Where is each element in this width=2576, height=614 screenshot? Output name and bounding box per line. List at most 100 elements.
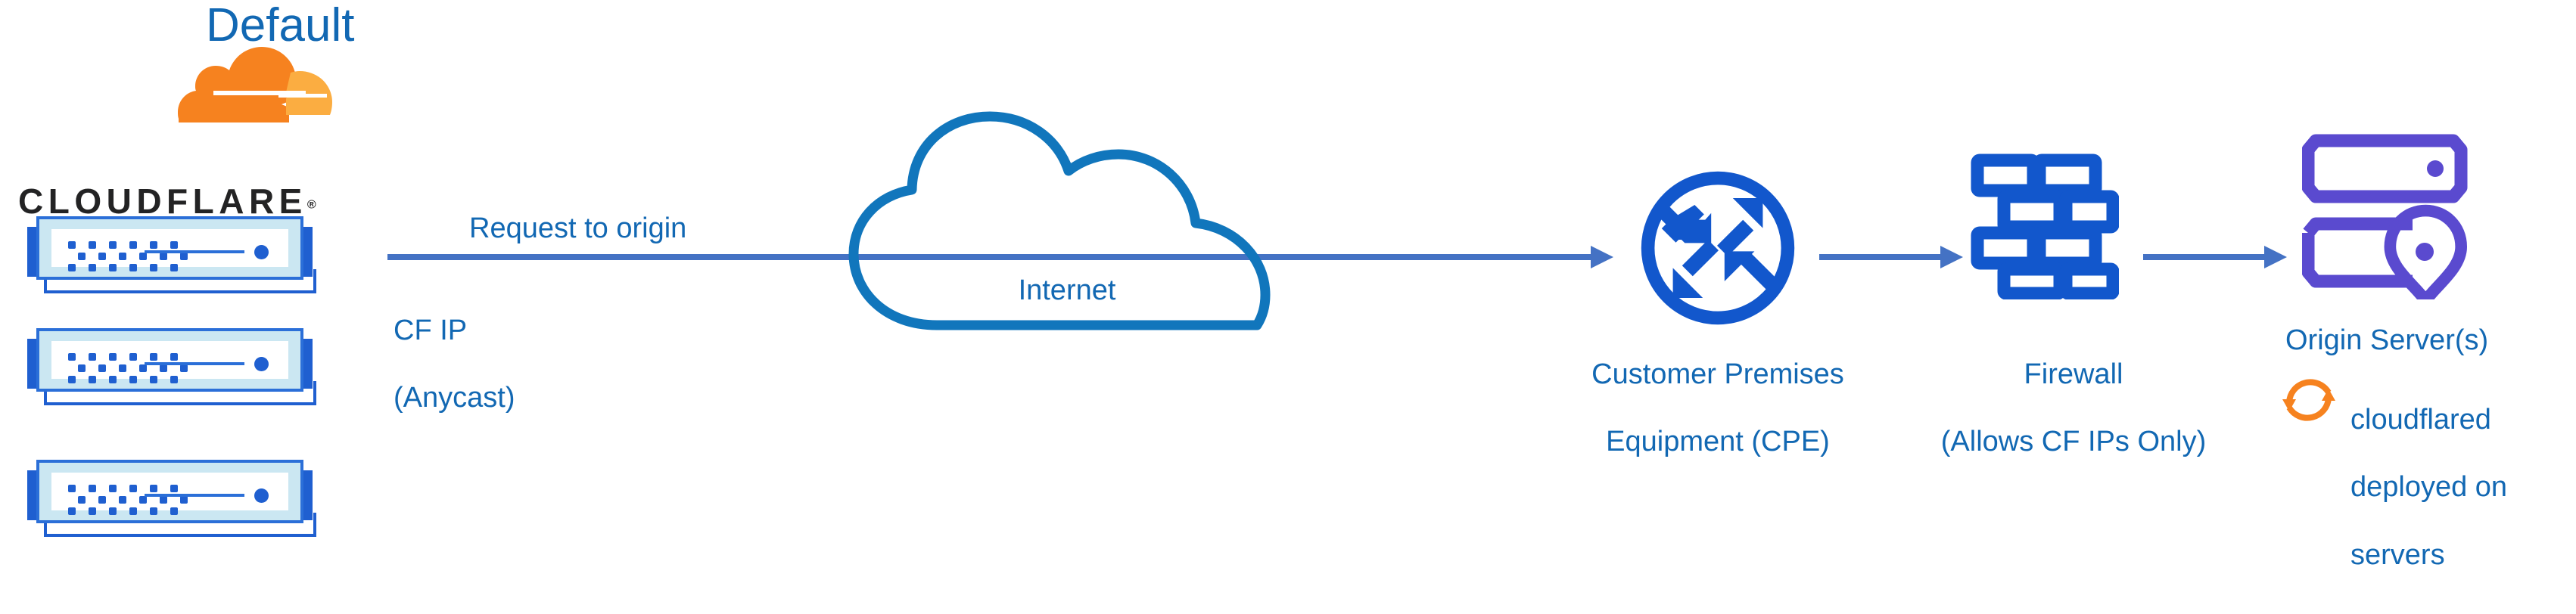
label-cloudflared-line2: deployed on xyxy=(2350,471,2508,504)
device-faceplate-2 xyxy=(51,341,288,383)
device-port-led xyxy=(89,353,96,361)
registered-trademark-symbol: ® xyxy=(306,198,316,212)
arrow-cpe-to-firewall xyxy=(1819,246,1963,268)
device-port-led xyxy=(129,353,137,361)
device-port-led xyxy=(150,507,157,515)
edge-device-1 xyxy=(17,213,323,296)
device-chassis-2 xyxy=(36,328,303,392)
device-port-led xyxy=(78,496,86,504)
device-port-led xyxy=(170,376,178,383)
device-port-led xyxy=(170,485,178,492)
device-slot-2 xyxy=(145,362,244,365)
device-port-led xyxy=(78,364,86,372)
cloudflare-wordmark: CLOUDFLARE® xyxy=(18,183,351,219)
device-port-led xyxy=(170,353,178,361)
device-port-led xyxy=(160,364,167,372)
device-port-array-3 xyxy=(68,485,189,518)
label-cpe-line1: Customer Premises xyxy=(1591,358,1844,390)
device-port-led xyxy=(129,264,137,271)
device-port-led xyxy=(180,496,188,504)
label-cpe: Customer Premises Equipment (CPE) xyxy=(1476,324,1960,493)
cloudflare-wordmark-text: CLOUDFLARE xyxy=(18,181,307,221)
device-port-led xyxy=(89,507,96,515)
device-port-led xyxy=(150,376,157,383)
arrow-shaft xyxy=(2143,254,2264,260)
arrow-edge-to-cpe xyxy=(387,246,1613,268)
page-title: Default xyxy=(206,0,355,51)
device-port-led xyxy=(89,485,96,492)
label-cf-ip: CF IP (Anycast) xyxy=(394,280,515,449)
label-request-to-origin: Request to origin xyxy=(469,212,687,244)
device-port-led xyxy=(150,485,157,492)
cloudflare-cloud-mark-icon xyxy=(178,47,332,122)
device-port-led xyxy=(139,364,147,372)
arrow-firewall-to-origin xyxy=(2143,246,2287,268)
cloudflare-logo: CLOUDFLARE® xyxy=(18,47,351,219)
device-chassis-3 xyxy=(36,460,303,523)
edge-device-3 xyxy=(17,457,323,540)
device-port-led xyxy=(68,376,76,383)
arrow-shaft xyxy=(1819,254,1940,260)
device-port-led xyxy=(170,241,178,249)
device-port-led xyxy=(109,485,117,492)
arrow-head xyxy=(1940,246,1963,268)
device-faceplate-3 xyxy=(51,473,288,515)
refresh-sync-arrows-icon xyxy=(2282,379,2335,421)
label-cloudflared-note: cloudflared deployed on servers xyxy=(2350,369,2562,606)
device-port-led xyxy=(119,253,126,260)
device-port-led xyxy=(129,507,137,515)
device-port-led xyxy=(180,364,188,372)
device-port-led xyxy=(170,507,178,515)
device-port-led xyxy=(68,507,76,515)
device-port-led xyxy=(68,485,76,492)
device-port-led xyxy=(150,264,157,271)
device-led-1 xyxy=(254,245,269,259)
device-port-led xyxy=(170,264,178,271)
device-port-led xyxy=(119,496,126,504)
device-port-led xyxy=(89,241,96,249)
device-port-led xyxy=(150,353,157,361)
label-cf-ip-line2: (Anycast) xyxy=(394,382,515,414)
label-firewall-line1: Firewall xyxy=(2024,358,2123,390)
internet-cloud-icon xyxy=(848,111,1271,330)
device-port-led xyxy=(109,264,117,271)
device-port-array-2 xyxy=(68,353,189,386)
device-port-led xyxy=(129,485,137,492)
device-port-array-1 xyxy=(68,241,189,274)
label-firewall: Firewall (Allows CF IPs Only) xyxy=(1869,324,2278,493)
device-port-led xyxy=(129,376,137,383)
device-port-led xyxy=(89,376,96,383)
device-port-led xyxy=(98,496,106,504)
device-port-led xyxy=(129,241,137,249)
device-port-led xyxy=(68,264,76,271)
device-led-3 xyxy=(254,488,269,503)
label-cf-ip-line1: CF IP xyxy=(394,314,468,346)
device-slot-1 xyxy=(145,250,244,253)
brick-wall-icon xyxy=(1971,154,2119,299)
device-port-led xyxy=(160,496,167,504)
device-port-led xyxy=(109,507,117,515)
device-port-led xyxy=(180,253,188,260)
router-four-arrows-circle-icon xyxy=(1641,171,1795,325)
device-port-led xyxy=(150,241,157,249)
device-port-led xyxy=(139,496,147,504)
device-port-led xyxy=(119,364,126,372)
label-firewall-line2: (Allows CF IPs Only) xyxy=(1940,426,2207,458)
server-rack-location-pin-icon xyxy=(2302,134,2468,299)
device-port-led xyxy=(98,253,106,260)
device-slot-3 xyxy=(145,494,244,497)
device-port-led xyxy=(160,253,167,260)
arrow-shaft xyxy=(387,254,1591,260)
label-internet: Internet xyxy=(1018,274,1116,306)
device-port-led xyxy=(109,376,117,383)
label-cloudflared-line3: servers xyxy=(2350,539,2445,572)
arrow-head xyxy=(1591,246,1613,268)
device-port-led xyxy=(109,353,117,361)
label-cpe-line2: Equipment (CPE) xyxy=(1606,426,1830,458)
label-cloudflared-line1: cloudflared xyxy=(2350,403,2491,436)
device-chassis-1 xyxy=(36,216,303,280)
device-port-led xyxy=(109,241,117,249)
device-port-led xyxy=(68,241,76,249)
device-port-led xyxy=(89,264,96,271)
